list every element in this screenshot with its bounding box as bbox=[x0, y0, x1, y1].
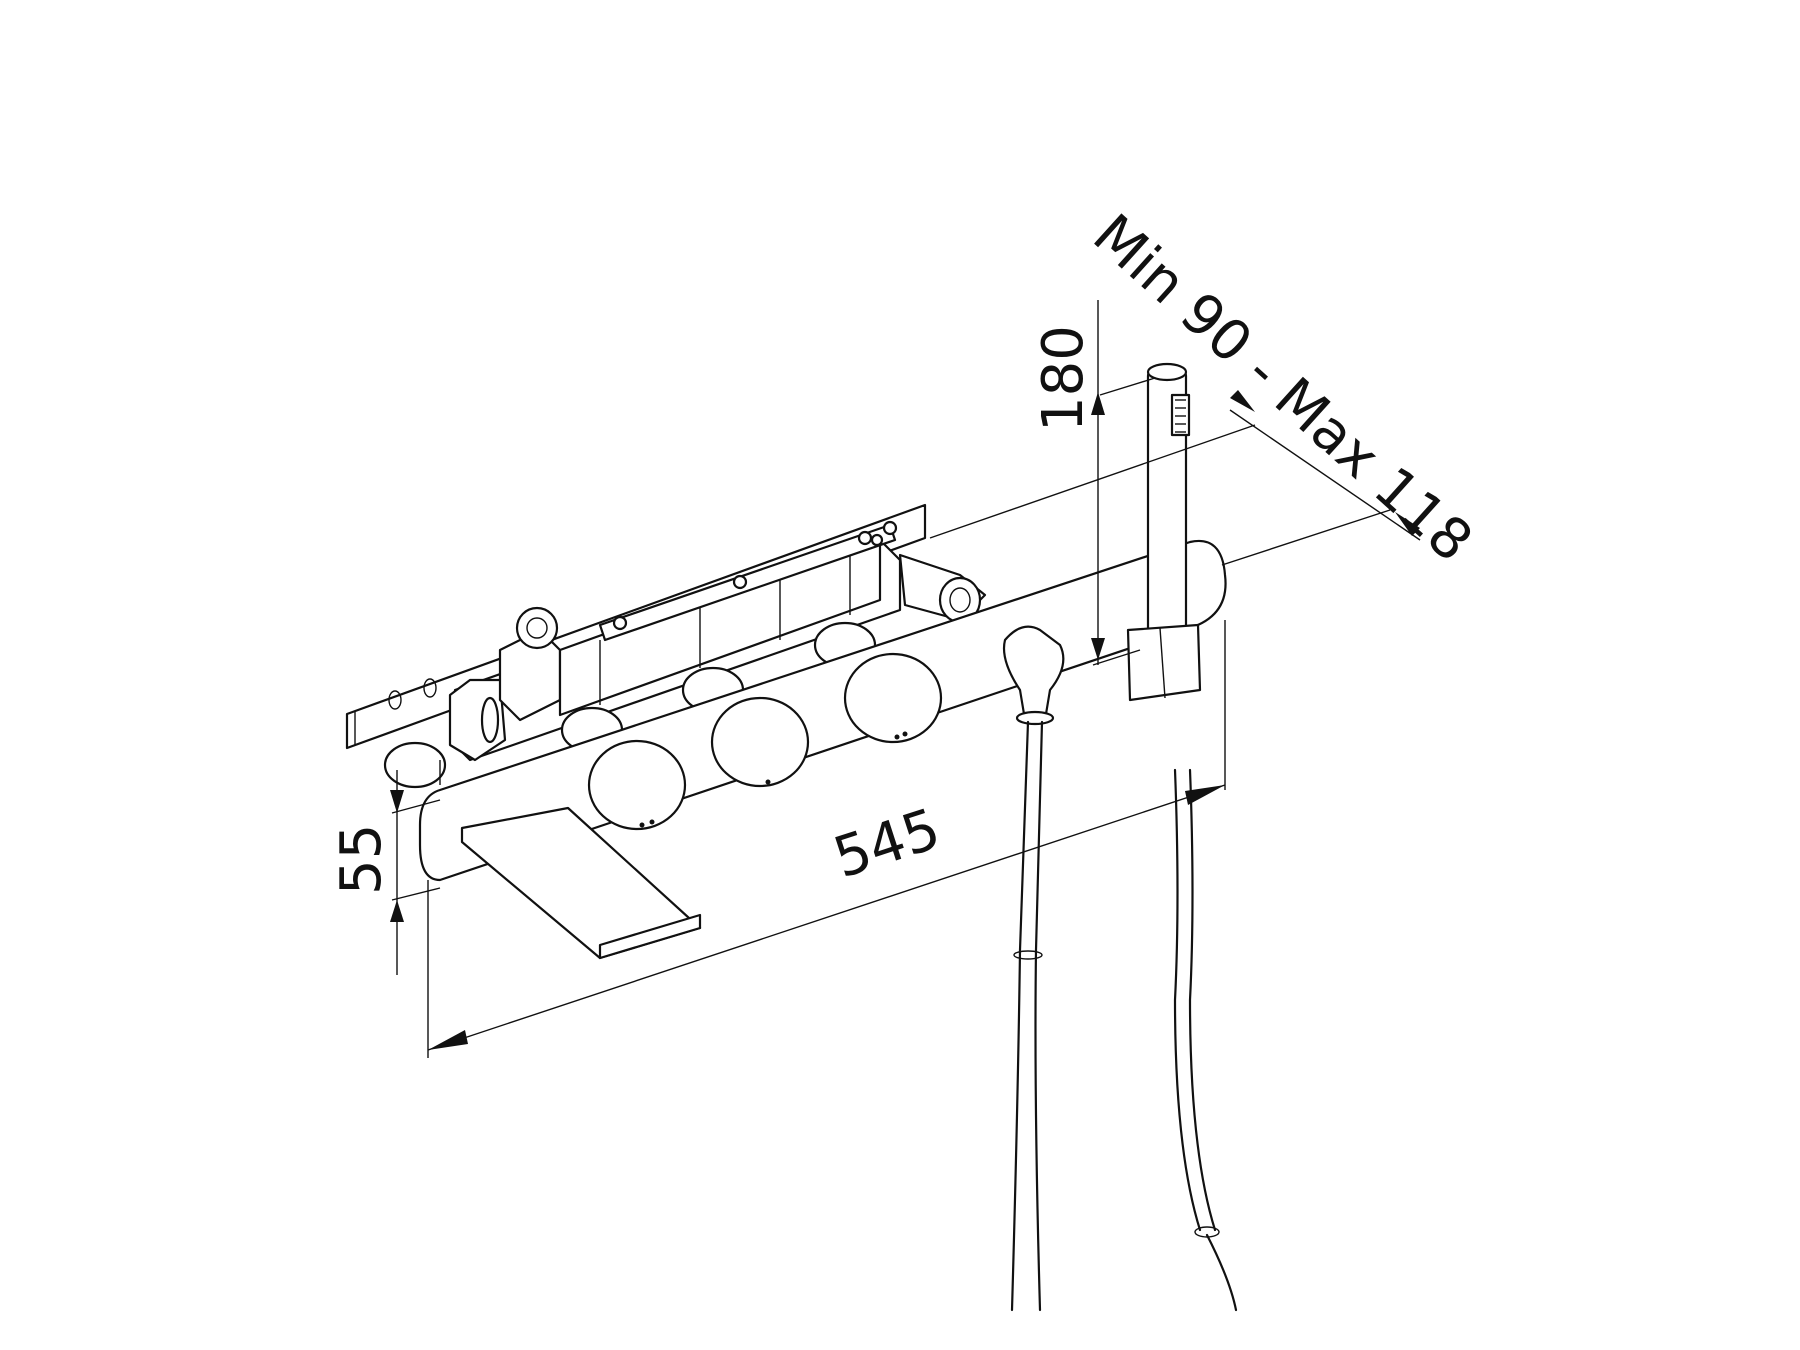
dimension-label-55: 55 bbox=[329, 824, 394, 895]
dimension-label-180: 180 bbox=[1031, 325, 1096, 432]
hose-connector bbox=[1002, 625, 1065, 726]
dimension-180: 180 bbox=[1031, 300, 1156, 666]
shower-holder bbox=[1126, 623, 1202, 702]
shower-hose bbox=[1010, 720, 1238, 1312]
mixer-knobs bbox=[587, 652, 943, 831]
dimension-label-projection: Min 90 - Max 118 bbox=[1081, 202, 1485, 575]
knob-left bbox=[587, 739, 687, 831]
knob-right bbox=[843, 652, 943, 744]
dimension-label-545: 545 bbox=[826, 796, 948, 891]
dimension-55: 55 bbox=[329, 770, 441, 975]
concealed-valve-body bbox=[383, 520, 987, 789]
dimension-projection: Min 90 - Max 118 bbox=[929, 202, 1485, 575]
bath-spout bbox=[460, 806, 702, 960]
knob-middle bbox=[710, 696, 810, 788]
